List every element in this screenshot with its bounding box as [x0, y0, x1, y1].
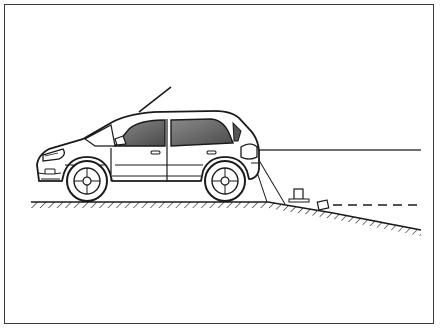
- fog-lamp: [45, 169, 55, 174]
- car-headlamp-aim-illustration: [5, 5, 435, 325]
- front-door-handle: [151, 151, 160, 154]
- figure-frame: [4, 4, 434, 324]
- antenna: [139, 87, 171, 112]
- front-wheel: [67, 161, 107, 201]
- tail-lamp: [241, 144, 257, 159]
- rear-wheel: [205, 161, 245, 201]
- measuring-string-rear: [257, 157, 285, 204]
- ground-surface: [31, 202, 421, 236]
- rear-door-handle: [207, 151, 216, 154]
- measuring-block-icon: [289, 189, 309, 202]
- level-gauge-icon: [317, 200, 328, 210]
